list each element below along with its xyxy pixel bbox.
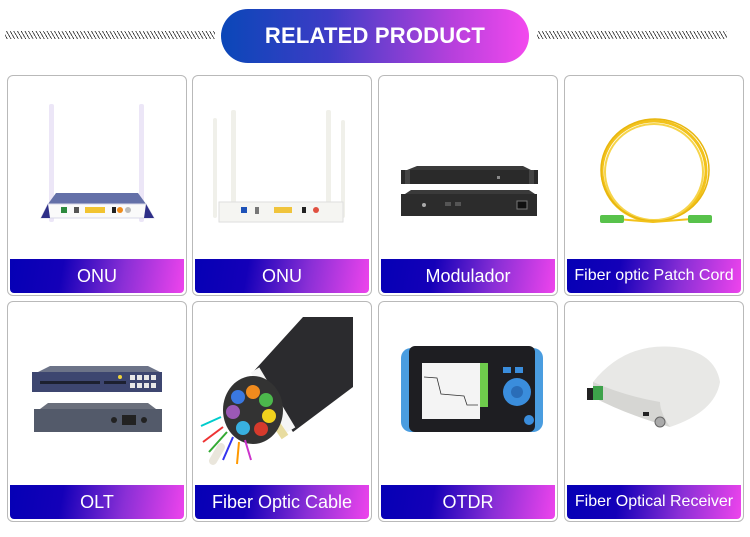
onu-router-2-antenna-icon: [8, 76, 186, 259]
product-card-onu-2[interactable]: ONU: [192, 75, 372, 296]
onu-router-4-antenna-icon: [193, 76, 371, 259]
product-card-onu-1[interactable]: ONU: [7, 75, 187, 296]
product-card-optical-receiver[interactable]: Fiber Optical Receiver: [564, 301, 744, 522]
product-grid: ONU ONU: [7, 75, 745, 523]
product-card-fiber-cable[interactable]: Fiber Optic Cable: [192, 301, 372, 522]
product-label: OLT: [10, 485, 184, 519]
yellow-patch-cord-icon: [565, 76, 743, 259]
decorative-hatch-left: [5, 31, 215, 39]
product-label: Fiber Optic Cable: [195, 485, 369, 519]
product-label: Fiber optic Patch Cord: [567, 259, 741, 293]
section-header: RELATED PRODUCT: [0, 0, 750, 70]
related-product-title-pill: RELATED PRODUCT: [221, 9, 529, 63]
product-label: OTDR: [381, 485, 555, 519]
product-label: Modulador: [381, 259, 555, 293]
section-title: RELATED PRODUCT: [264, 23, 486, 48]
otdr-handheld-icon: [379, 302, 557, 485]
product-card-otdr[interactable]: OTDR: [378, 301, 558, 522]
product-card-olt[interactable]: OLT: [7, 301, 187, 522]
fiber-cable-cross-section-icon: [193, 302, 371, 485]
decorative-hatch-right: [537, 31, 727, 39]
rack-modulator-icon: [379, 76, 557, 259]
optical-receiver-icon: [565, 302, 743, 485]
product-card-patch-cord[interactable]: Fiber optic Patch Cord: [564, 75, 744, 296]
product-label: ONU: [195, 259, 369, 293]
product-label: Fiber Optical Receiver: [567, 485, 741, 519]
product-label: ONU: [10, 259, 184, 293]
olt-rack-unit-icon: [8, 302, 186, 485]
product-card-modulador[interactable]: Modulador: [378, 75, 558, 296]
